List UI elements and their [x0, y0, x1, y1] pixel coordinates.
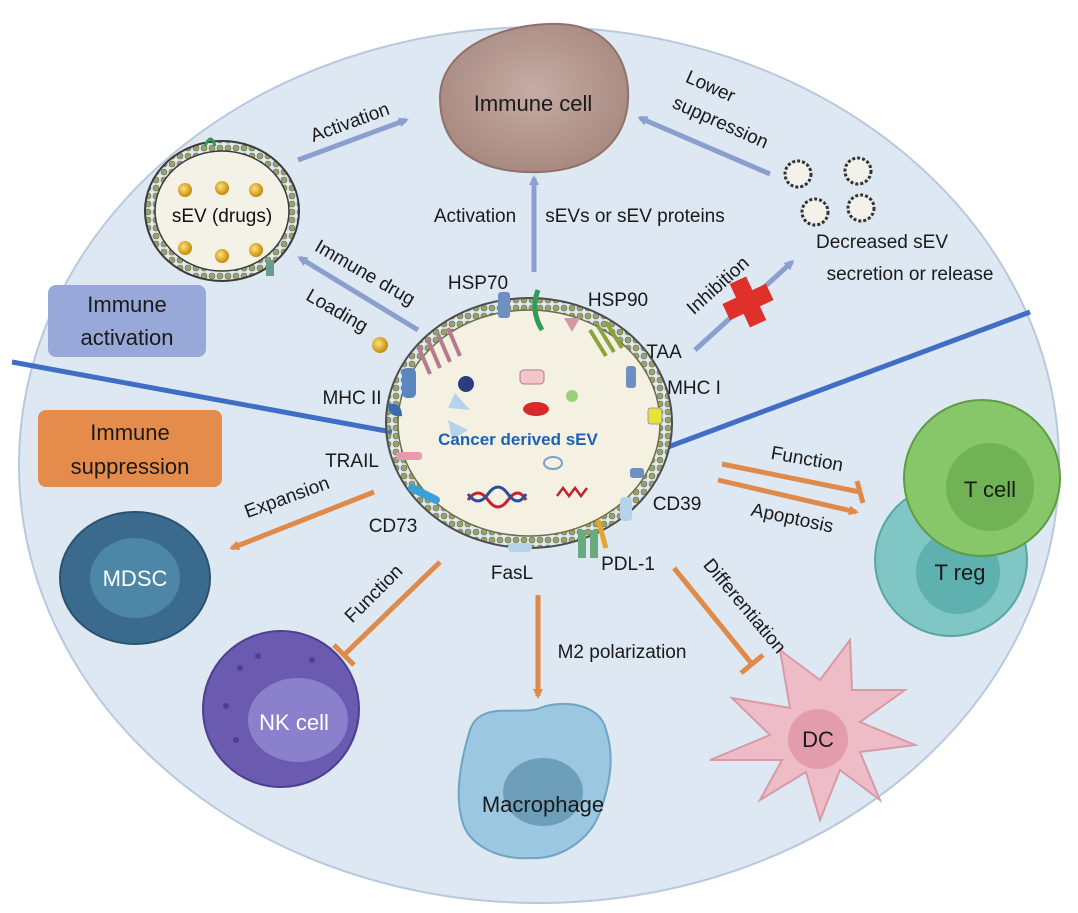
loading-drug-icon	[372, 337, 388, 353]
immune-cell: Immune cell	[438, 22, 630, 174]
label-m2-polarization: M2 polarization	[558, 642, 687, 663]
divider-line-left	[11, 359, 393, 435]
label-trail: TRAIL	[325, 451, 379, 472]
mdsc-cell: MDSC	[59, 511, 211, 645]
immune-suppression-line2: suppression	[71, 454, 190, 479]
cancer-derived-sev-label: Cancer derived sEV	[438, 430, 598, 449]
immune-suppression-line1: Immune	[90, 420, 169, 445]
label-decreased-line1: Decreased sEV	[816, 232, 948, 253]
label-pdl1: PDL-1	[601, 554, 655, 575]
label-taa: TAA	[646, 342, 682, 363]
label-sevs-proteins: sEVs or sEV proteins	[545, 206, 725, 227]
immune-cell-label: Immune cell	[474, 91, 593, 116]
sev-drugs-label: sEV (drugs)	[172, 206, 272, 227]
sev-drugs-vesicle: sEV (drugs)	[144, 137, 300, 282]
inhibition-cross	[722, 276, 774, 328]
dc-cell: DC	[709, 637, 919, 824]
label-hsp70: HSP70	[448, 273, 508, 294]
cancer-derived-sev: Cancer derived sEV	[385, 297, 673, 549]
membrane-proteins	[388, 289, 663, 558]
arrow-function-t	[721, 461, 866, 504]
nk-cell-label: NK cell	[259, 710, 329, 735]
t-cell-label: T cell	[964, 477, 1016, 502]
dc-label: DC	[802, 727, 834, 752]
t-cell: T cell	[903, 399, 1061, 557]
arrow-sev-drugs-to-immune	[297, 117, 409, 163]
nk-cell: NK cell	[202, 630, 360, 788]
label-cd39: CD39	[653, 494, 702, 515]
macrophage-cell: Macrophage	[457, 702, 612, 860]
label-hsp90: HSP90	[588, 290, 648, 311]
arrow-differentiation	[672, 566, 765, 675]
divider-line-right	[667, 309, 1031, 450]
label-mhc2: MHC II	[322, 388, 381, 409]
label-fasl: FasL	[491, 563, 533, 584]
arrow-apoptosis	[717, 477, 859, 516]
label-cd73: CD73	[369, 516, 418, 537]
immune-suppression-box: Immune suppression	[38, 410, 222, 487]
immune-activation-box: Immune activation	[48, 285, 206, 357]
label-decreased-line2: secretion or release	[827, 264, 994, 285]
immune-activation-line2: activation	[81, 325, 174, 350]
arrow-lower-suppression	[637, 115, 771, 177]
mdsc-label: MDSC	[103, 566, 168, 591]
macrophage-label: Macrophage	[482, 792, 604, 817]
t-reg-label: T reg	[935, 560, 986, 585]
arrow-function-nk	[332, 560, 442, 667]
arrow-expansion	[229, 489, 375, 551]
arrow-immune-drug	[297, 255, 420, 333]
label-mhc1: MHC I	[667, 378, 721, 399]
small-sev-cluster	[783, 156, 876, 227]
label-activation-mid: Activation	[434, 206, 516, 227]
immune-activation-line1: Immune	[87, 292, 166, 317]
